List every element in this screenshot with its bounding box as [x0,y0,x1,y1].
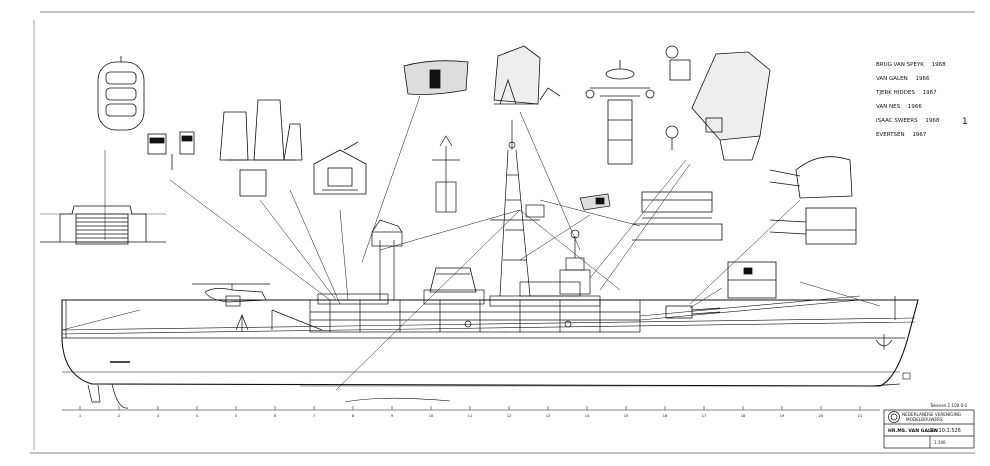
station-number: 1 [79,414,81,418]
aft-radar-mast [371,219,403,300]
station-number: 12 [507,414,512,418]
aft-crane [235,309,323,332]
legend-row-4: VAN NES 1966 [876,104,922,110]
station-number: 16 [663,414,668,418]
turret-detail [769,156,857,245]
funnel [429,267,477,293]
forward-gun [665,305,721,319]
station-number: 9 [391,414,394,418]
station-number: 17 [702,414,707,418]
hull [61,299,919,409]
drawing-number: Nr. 10.1.526 [930,428,961,434]
title-block [883,409,975,449]
station-number: 15 [624,414,629,418]
forward-director [559,229,591,295]
title-top-note: Tekenen 1:100 0-0 [929,403,967,408]
vessel-legend: BRUG VAN SPEYK 1968 VAN GALEN 1966 TJERK… [875,62,946,138]
page-marker: 1 [962,117,968,127]
box-detail [579,193,611,211]
legend-row-3: TJERK HIDDES 1967 [875,90,937,96]
station-number: 14 [585,414,590,418]
radar-antenna-detail [403,60,469,95]
superstructure [309,281,641,333]
station-number: 5 [235,414,237,418]
bridge-section-detail [632,191,723,241]
legend-row-1: BRUG VAN SPEYK 1968 [876,62,946,68]
helicopter [192,283,270,307]
station-number: 8 [352,414,355,418]
pedestal-detail [665,125,679,150]
gun-mount-detail [313,141,367,195]
station-number: 3 [157,414,159,418]
stern-section-detail [40,205,166,245]
org-seal [888,411,900,423]
radar-tower-detail [493,45,561,105]
station-number: 4 [196,414,199,418]
station-number: 20 [819,414,824,418]
legend-row-2: VAN GALEN 1966 [876,76,930,82]
org-name-line1: NEDERLANDSE VERENIGING [902,412,961,417]
station-number: 18 [741,414,746,418]
station-number: 6 [274,414,277,418]
director-detail [665,45,771,161]
mast-platform-detail [585,60,655,165]
station-number: 19 [780,414,785,418]
station-number: 7 [313,414,315,418]
station-number: 2 [118,414,120,418]
org-name-line2: MODELBOUWERS [906,417,943,422]
console-detail [147,131,195,170]
ship-name: HR.MS. VAN GALEN [888,428,938,434]
launcher-detail [219,99,303,197]
main-mast [490,120,545,297]
station-number: 10 [429,414,434,418]
scale-value: 1:100 [934,440,946,445]
gun-front-detail [727,261,777,299]
deck [61,295,916,335]
station-number: 13 [546,414,551,418]
mast-top-detail [432,135,460,213]
legend-row-6: EVERTSEN 1967 [876,132,927,138]
station-number: 11 [468,414,473,418]
bow [875,296,896,350]
station-number: 21 [858,414,863,418]
liferaft-detail [97,56,145,131]
legend-row-5: ISAAC SWEERS 1968 [876,118,940,124]
leader-lines [61,95,881,391]
